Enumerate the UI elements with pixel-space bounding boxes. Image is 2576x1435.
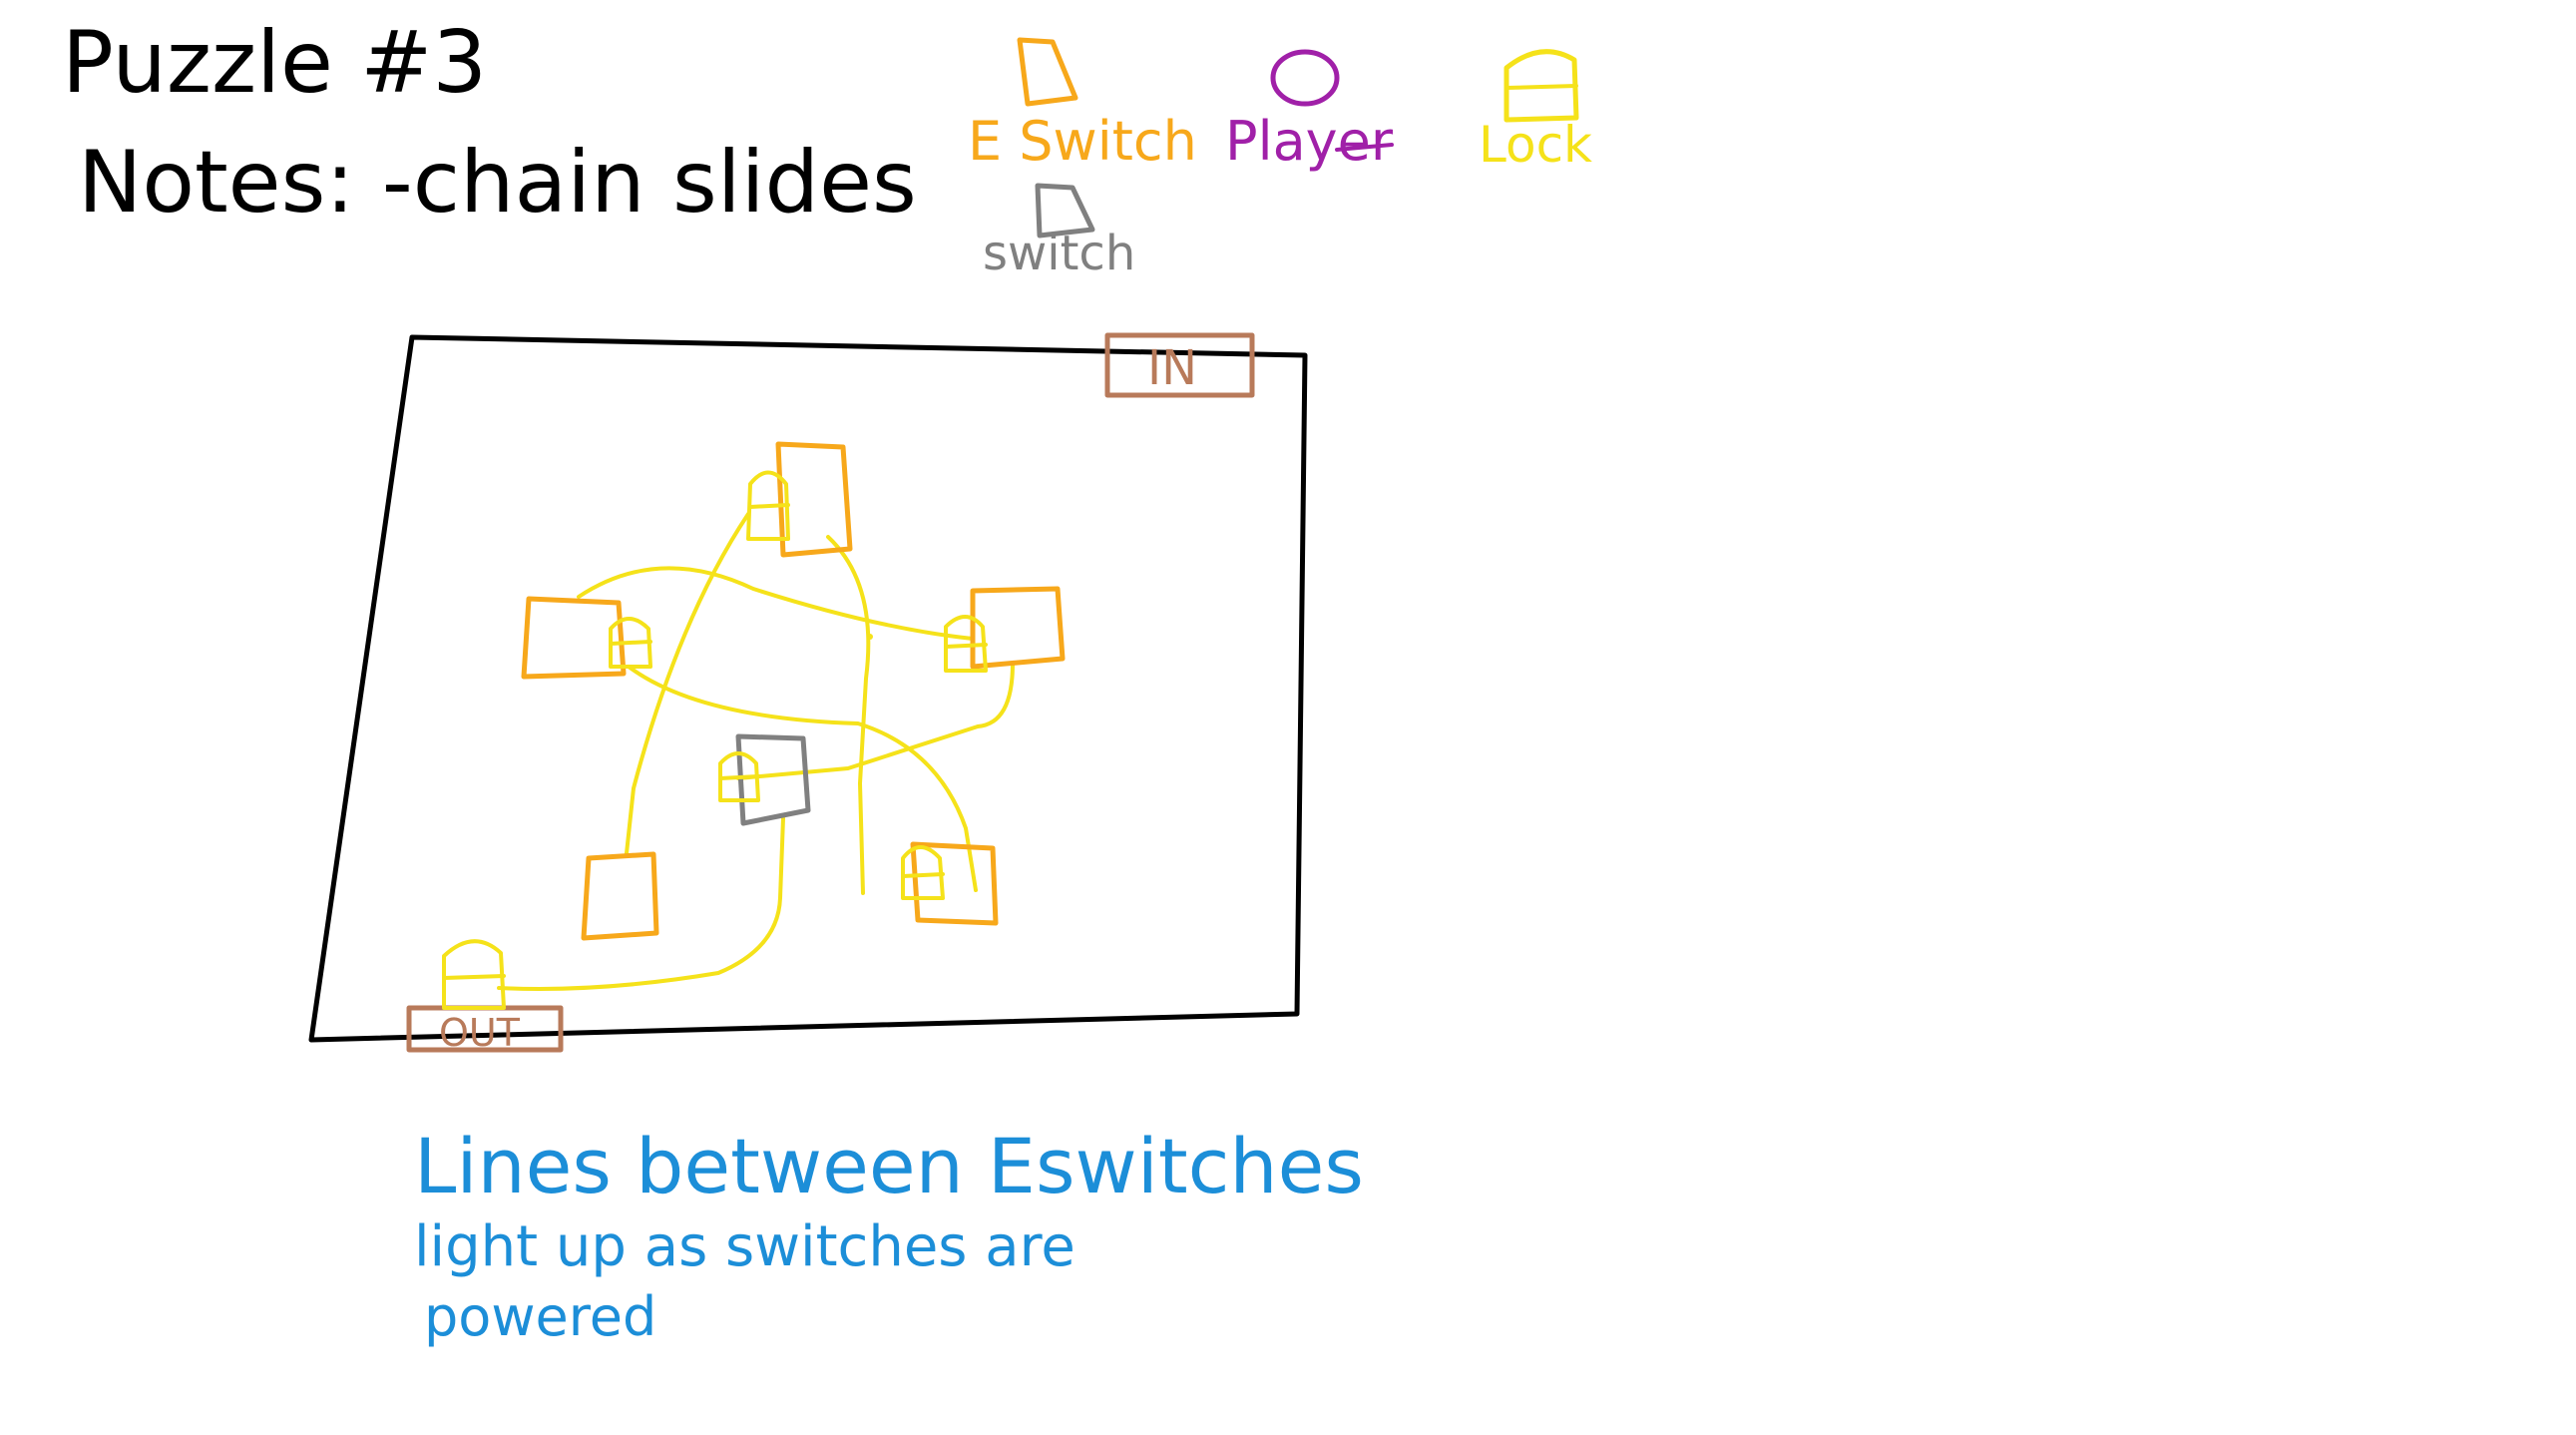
entrance-door: IN xyxy=(1104,332,1255,398)
puzzle-notes: Notes: -chain slides xyxy=(78,133,917,233)
eswitch-bottom-right xyxy=(910,841,999,926)
wire xyxy=(577,566,975,641)
lock-legend-label: Lock xyxy=(1479,116,1592,174)
lock-legend-icon xyxy=(1503,49,1579,123)
eswitch-top xyxy=(775,441,853,558)
eswitch-right xyxy=(970,586,1066,670)
lock-bottom-right xyxy=(901,845,945,900)
room-boundary xyxy=(308,334,1308,1043)
eswitch-bottom-left xyxy=(581,851,659,941)
exit-door: OUT xyxy=(406,1005,564,1055)
caption-line-2: light up as switches are xyxy=(414,1214,1075,1279)
eswitch-wires xyxy=(497,512,1015,991)
entrance-label: IN xyxy=(1147,340,1197,396)
wire xyxy=(497,816,785,991)
player-legend-label: Player xyxy=(1225,110,1394,173)
caption-line-1: Lines between Eswitches xyxy=(414,1122,1364,1210)
lock-center xyxy=(718,751,760,802)
eswitch-legend-label: E Switch xyxy=(968,110,1197,173)
wire xyxy=(627,665,978,892)
wire-junction xyxy=(867,634,873,640)
caption: Lines between Eswitches light up as swit… xyxy=(414,1122,1364,1348)
eswitch-left xyxy=(521,596,627,680)
lock-left xyxy=(609,617,652,669)
caption-line-3: powered xyxy=(424,1285,656,1348)
lock-right xyxy=(944,615,988,673)
switch-legend-label: switch xyxy=(983,226,1135,281)
switch-center xyxy=(735,733,811,826)
lock-exit xyxy=(442,939,506,1010)
exit-label: OUT xyxy=(439,1011,521,1055)
lock-top xyxy=(746,470,790,541)
wire xyxy=(736,662,1015,780)
player-legend-icon xyxy=(1270,49,1340,107)
switch-legend-icon xyxy=(1035,183,1095,239)
legend: E Switch Player Lock switch xyxy=(968,37,1592,281)
wire xyxy=(826,535,871,895)
eswitch-legend-icon xyxy=(1017,37,1078,107)
wire xyxy=(625,512,750,855)
puzzle-title: Puzzle #3 xyxy=(62,13,487,113)
